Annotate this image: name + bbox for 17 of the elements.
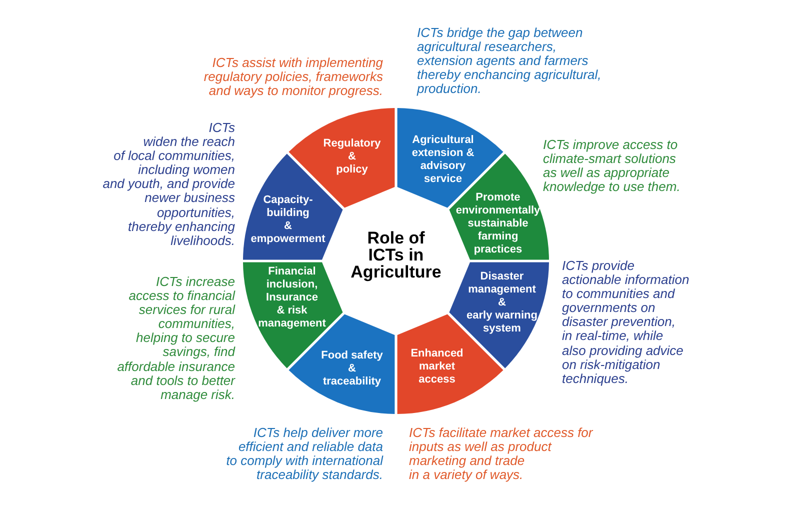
segment-label: Financial inclusion, Insurance & risk management [258, 266, 326, 330]
segment-label: Enhanced market access [410, 348, 464, 386]
segment-label: Capacity-building & empowerment [250, 194, 326, 246]
description-text: ICTs facilitate market access for inputs as well as product marketing and trade in a variety of ways. [409, 426, 593, 482]
description-text: ICTs help deliver more efficient and reliable data to comply with international traceability standards. [226, 426, 383, 482]
description-text: ICTs widen the reach of local communities, including women and youth, and provide newer business opportunities, thereby enhancing livelihoods. [102, 121, 235, 248]
description-text: ICTs assist with implementing regulatory policies, frameworks and ways to monitor progress. [204, 56, 383, 98]
segment-label: Disaster management & early warning system [466, 270, 538, 336]
segment-label: Food safety & traceability [321, 350, 383, 388]
description-text: ICTs improve access to climate-smart solutions as well as appropriate knowledge to use them. [543, 138, 680, 194]
description-text: ICTs provide actionable information to communities and governments on disaster prevention, in real-time, while also providing advice on risk-mitigation techniques. [562, 259, 690, 386]
segment-label: Regulatory & policy [323, 138, 381, 176]
segment-label: Promote environmentally sustainable farming practices [456, 192, 540, 256]
diagram-title: Role of ICTs in Agriculture [350, 230, 442, 280]
description-text: ICTs bridge the gap between agricultural researchers, extension agents and farmers thereby enchancing agricultural, production. [417, 26, 602, 96]
description-text: ICTs increase access to financial services for rural communities, helping to secure savings, find affordable insurance and tools to better manage risk. [117, 275, 235, 402]
segment-label: Agricultural extension & advisory service [412, 134, 474, 186]
